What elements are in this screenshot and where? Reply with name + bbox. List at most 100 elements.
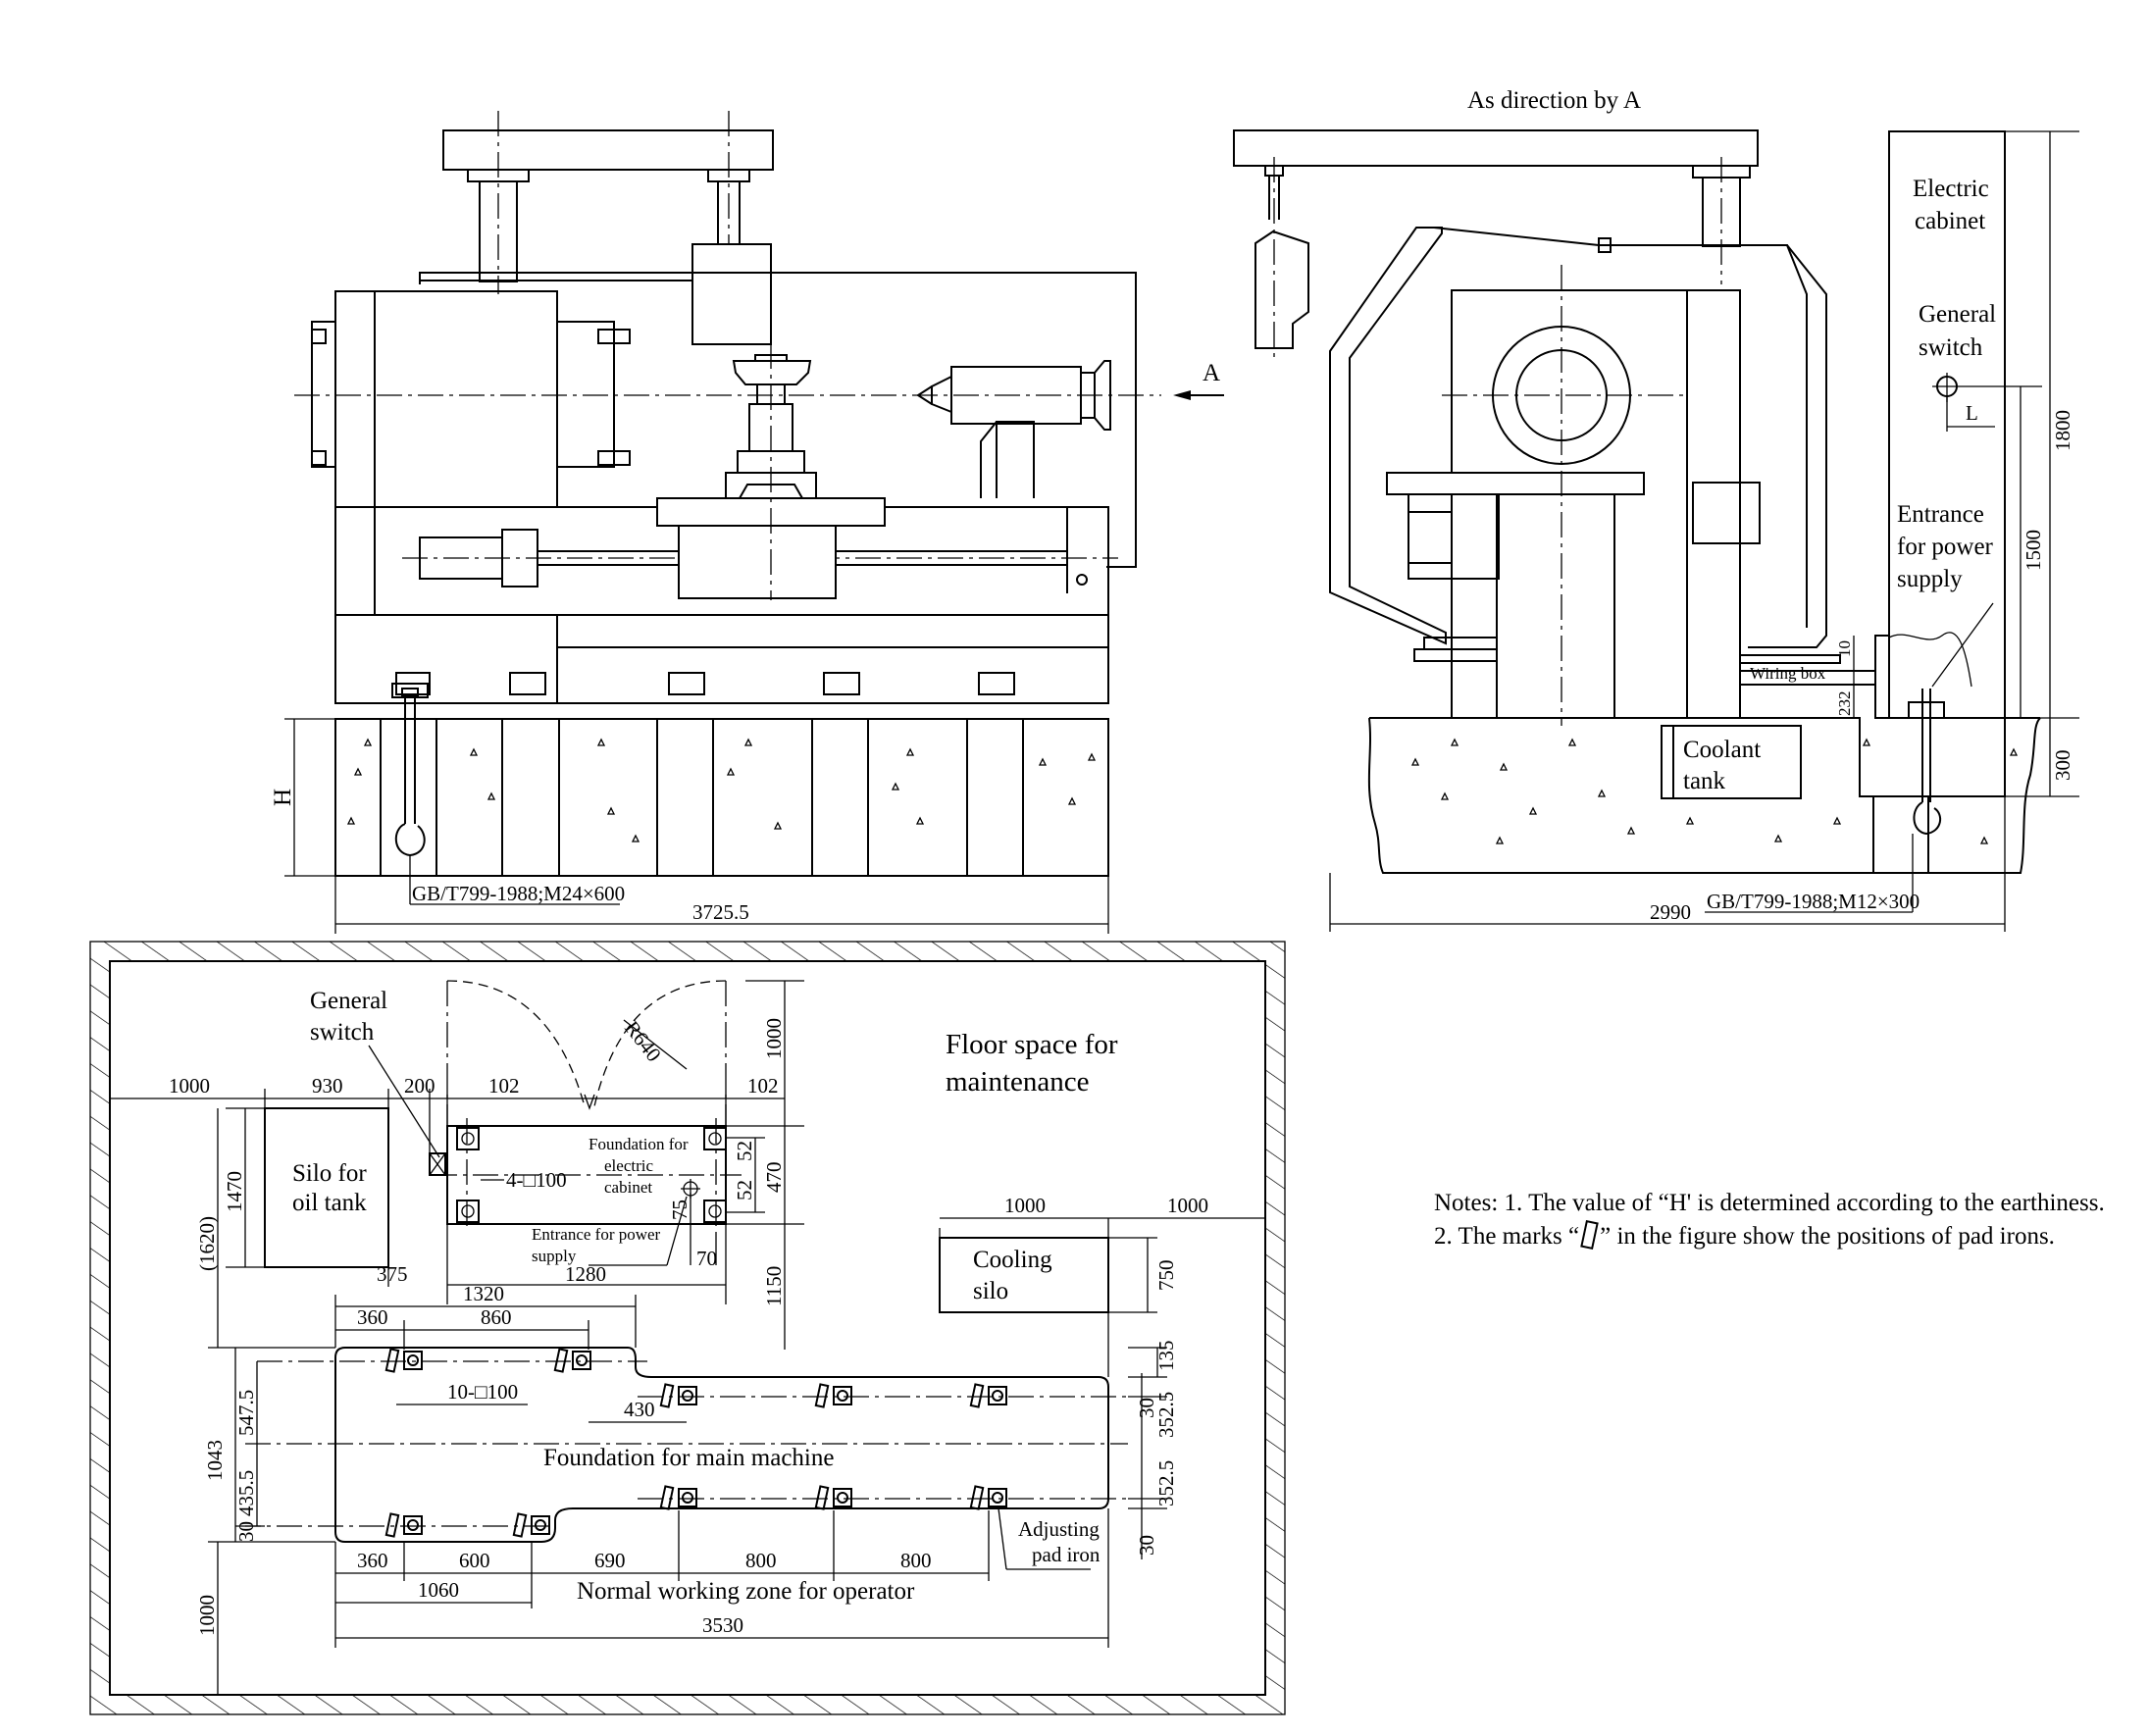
side-dim-l: L [1966, 401, 1978, 425]
working-zone-label: Normal working zone for operator [577, 1578, 915, 1605]
silo-oil-tank-2: oil tank [292, 1190, 367, 1216]
side-dim-1800: 1800 [2051, 410, 2074, 451]
silo-oil-tank-1: Silo for [292, 1160, 367, 1187]
radius-r640: R640 [620, 1016, 666, 1066]
dim-30c: 30 [1135, 1535, 1158, 1556]
side-dim-10: 10 [1835, 640, 1854, 657]
side-view-title: As direction by A [1467, 87, 1641, 114]
side-bolt-spec: GB/T799-1988;M12×300 [1707, 890, 1920, 913]
adjusting-pad-iron-1: Adjusting [1018, 1517, 1100, 1541]
svg-text:Coolant: Coolant [1683, 737, 1761, 763]
svg-text:switch: switch [1919, 334, 1983, 361]
dim-1320: 1320 [463, 1282, 504, 1305]
svg-text:cabinet: cabinet [1915, 208, 1985, 234]
svg-text:supply: supply [532, 1247, 577, 1265]
dim-b360: 360 [357, 1549, 388, 1572]
floor-space-label-1: Floor space for [946, 1029, 1118, 1060]
height-h-label: H [270, 789, 296, 806]
foundation-cabinet-1: Foundation for [589, 1135, 689, 1153]
dim-352a: 352.5 [1154, 1392, 1178, 1438]
dim-430: 430 [624, 1398, 655, 1421]
dim-1043: 1043 [203, 1440, 227, 1481]
svg-text:for power: for power [1897, 534, 1994, 560]
dim-b800b: 800 [900, 1549, 932, 1572]
svg-text:oil tank: oil tank [292, 1190, 367, 1216]
dim-top-200: 200 [404, 1074, 435, 1098]
floor-space-label-2: maintenance [946, 1066, 1090, 1098]
dim-352b: 352.5 [1154, 1460, 1178, 1506]
svg-text:Entrance: Entrance [1897, 501, 1984, 528]
svg-text:switch: switch [310, 1019, 375, 1046]
note-line-2-post: ” in the figure show the positions of pa… [1600, 1223, 2055, 1250]
dim-70: 70 [696, 1247, 717, 1270]
plan-view: General switch Floor space for maintenan… [89, 941, 1286, 1715]
dim-1060: 1060 [418, 1578, 459, 1602]
plan-general-switch-2: switch [310, 1019, 375, 1046]
entrance-power-label-1: Entrance [1897, 501, 1984, 528]
entrance-power-plan-2: supply [532, 1247, 577, 1265]
pad-iron-icon [1580, 1219, 1599, 1251]
cooling-silo-2: silo [973, 1278, 1008, 1304]
notes-block: Notes: 1. The value of “H' is determined… [1434, 1187, 2140, 1253]
general-switch-label-2: switch [1919, 334, 1983, 361]
dim-375: 375 [377, 1262, 408, 1286]
front-length-dim: 3725.5 [692, 900, 749, 924]
dim-1470: 1470 [223, 1171, 246, 1212]
note-line-1: Notes: 1. The value of “H' is determined… [1434, 1190, 2105, 1216]
dim-1280: 1280 [565, 1262, 606, 1286]
side-width-dim: 2990 [1650, 900, 1691, 924]
svg-text:Adjusting: Adjusting [1018, 1517, 1100, 1541]
foundation-cabinet-2: electric [604, 1156, 653, 1175]
svg-text:General: General [310, 988, 387, 1014]
dim-1620: (1620) [195, 1216, 219, 1271]
cabinet-holes-label: 4-□100 [506, 1168, 567, 1192]
dim-top-102a: 102 [488, 1074, 520, 1098]
dim-75: 75 [668, 1200, 691, 1220]
dim-30a: 30 [234, 1521, 258, 1542]
wiring-box-label: Wiring box [1750, 664, 1826, 683]
dim-547: 547.5 [234, 1390, 258, 1436]
svg-text:supply: supply [1897, 566, 1963, 592]
dim-470: 470 [762, 1162, 786, 1194]
svg-text:silo: silo [973, 1278, 1008, 1304]
svg-text:Entrance for power: Entrance for power [532, 1225, 661, 1244]
svg-text:electric: electric [604, 1156, 653, 1175]
arrow-a-label: A [1203, 360, 1220, 386]
svg-text:Cooling: Cooling [973, 1247, 1052, 1273]
dim-b690: 690 [594, 1549, 626, 1572]
svg-text:Electric: Electric [1913, 176, 1989, 202]
side-dim-232: 232 [1835, 691, 1854, 717]
electric-cabinet-label-1: Electric [1913, 176, 1989, 202]
dim-top-930: 930 [312, 1074, 343, 1098]
note-line-2: 2. The marks “” in the figure show the p… [1434, 1219, 2140, 1253]
front-bolt-spec: GB/T799-1988;M24×600 [412, 882, 625, 905]
cooling-silo-1: Cooling [973, 1247, 1052, 1273]
svg-text:Foundation for: Foundation for [589, 1135, 689, 1153]
svg-text:Silo for: Silo for [292, 1160, 367, 1187]
dim-1150: 1150 [762, 1266, 786, 1306]
dim-cool-1000b: 1000 [1167, 1194, 1208, 1217]
dim-30b: 30 [1135, 1398, 1158, 1418]
dim-b800a: 800 [745, 1549, 777, 1572]
svg-text:General: General [1919, 301, 1996, 328]
dim-b600: 600 [459, 1549, 490, 1572]
dim-52b: 52 [733, 1180, 756, 1200]
dim-860: 860 [481, 1305, 512, 1329]
svg-text:pad iron: pad iron [1032, 1543, 1101, 1566]
dim-435: 435.5 [234, 1470, 258, 1516]
svg-text:maintenance: maintenance [946, 1066, 1090, 1098]
coolant-tank-label-1: Coolant [1683, 737, 1761, 763]
front-view: A GB/T799-1988;M24×600 [270, 111, 1224, 934]
dim-cool-1000a: 1000 [1004, 1194, 1046, 1217]
dim-135: 135 [1154, 1341, 1178, 1372]
entrance-power-plan-1: Entrance for power [532, 1225, 661, 1244]
general-switch-label-1: General [1919, 301, 1996, 328]
dim-52a: 52 [733, 1141, 756, 1161]
foundation-main-label: Foundation for main machine [543, 1445, 834, 1471]
coolant-tank-label-2: tank [1683, 768, 1726, 794]
dim-top-102b: 102 [747, 1074, 779, 1098]
side-dim-1500: 1500 [2022, 530, 2045, 571]
dim-1000-left: 1000 [195, 1595, 219, 1636]
electric-cabinet-label-2: cabinet [1915, 208, 1985, 234]
